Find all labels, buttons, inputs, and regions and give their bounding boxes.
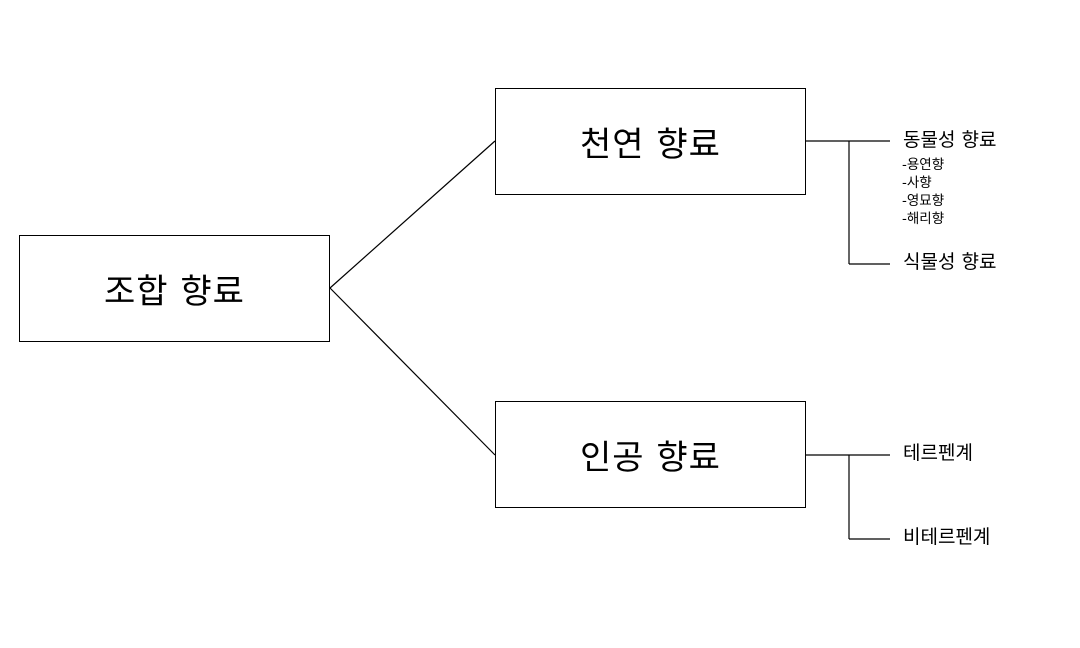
root-node-box: 조합 향료 [19,235,330,342]
natural-node-label: 천연 향료 [580,125,721,165]
animal-sub-item: -용연향 [902,157,945,173]
artificial-node-label: 인공 향료 [580,438,721,478]
plant-leaf-label: 식물성 향료 [903,251,997,273]
connector-root-to-natural [329,140,496,289]
natural-node-box: 천연 향료 [495,88,806,195]
animal-sub-item: -영묘향 [902,193,945,209]
animal-leaf-label: 동물성 향료 [903,129,997,151]
animal-sub-item: -해리향 [902,211,945,227]
animal-sub-item: -사향 [902,175,932,191]
terpene-leaf-label: 테르펜계 [903,442,973,464]
connector-root-to-artificial [329,287,496,456]
artificial-node-box: 인공 향료 [495,401,806,508]
animal-sub-list: -용연향 -사향 -영묘향 -해리향 [902,156,944,228]
nonterpene-leaf-label: 비테르펜계 [903,526,991,548]
root-node-label: 조합 향료 [104,272,245,312]
